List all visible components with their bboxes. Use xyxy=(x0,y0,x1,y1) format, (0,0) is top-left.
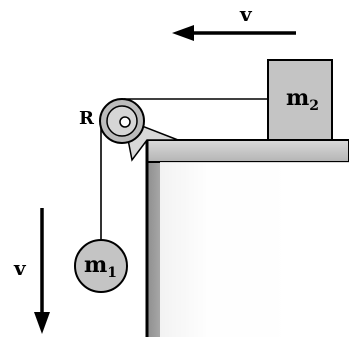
svg-text:m1: m1 xyxy=(84,252,117,281)
velocity-arrow-left-head xyxy=(34,312,50,334)
radius-label: R xyxy=(79,108,95,129)
table-inner-face xyxy=(160,162,349,337)
pulley-axle xyxy=(119,116,131,128)
table-top-surface xyxy=(146,139,349,163)
mass2-subscript: 2 xyxy=(309,98,319,114)
velocity-arrow-top: v xyxy=(172,2,296,41)
velocity-arrow-top-head xyxy=(172,25,194,41)
velocity-label-left: v xyxy=(13,256,27,280)
svg-text:m2: m2 xyxy=(286,85,319,114)
ball-m1: m1 xyxy=(74,239,128,293)
pulley xyxy=(99,98,145,144)
ball-m1-body xyxy=(74,239,128,293)
mass2-label: m xyxy=(286,85,309,111)
table xyxy=(145,139,349,337)
velocity-label-top: v xyxy=(239,2,253,26)
mass1-subscript: 1 xyxy=(107,265,117,281)
block-m2-body xyxy=(267,59,333,141)
mass1-label: m xyxy=(84,252,107,278)
block-m2: m2 xyxy=(267,59,333,141)
velocity-arrow-left: v xyxy=(13,208,50,334)
